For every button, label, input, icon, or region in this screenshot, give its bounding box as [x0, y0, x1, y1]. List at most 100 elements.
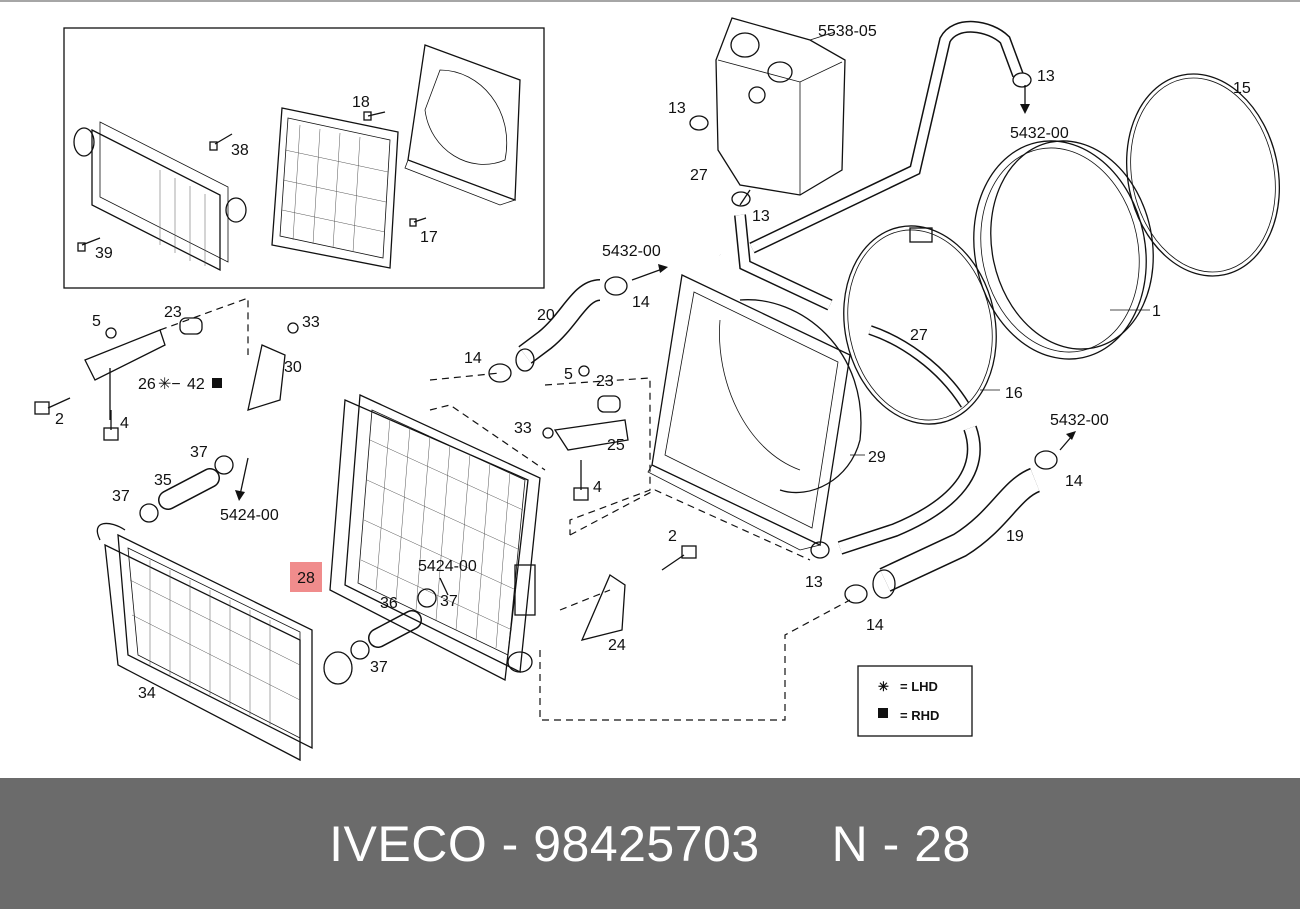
callout: 35: [154, 472, 172, 489]
inset-fan-shroud: [404, 44, 521, 206]
callout: 26: [138, 376, 156, 393]
nut-5-left: [105, 327, 117, 339]
callout: 27: [910, 327, 928, 344]
callouts: 5538-05 13 5432-00 15 13 27 13 5432-00 1…: [55, 23, 1251, 702]
callout: 16: [1005, 385, 1023, 402]
clamp-14-b: [488, 363, 512, 383]
callout: 17: [420, 229, 438, 246]
callout: 5: [92, 313, 101, 330]
callout: 5538-05: [818, 23, 877, 40]
inset-bolt-39: [77, 237, 101, 252]
hose-19: [872, 467, 1041, 599]
expansion-tank: [715, 17, 846, 206]
callout: 38: [231, 142, 249, 159]
callout: 18: [352, 94, 370, 111]
callout: 33: [514, 420, 532, 437]
callout: 20: [537, 307, 555, 324]
legend-rhd: = RHD: [900, 708, 939, 723]
hose-35: [158, 468, 220, 510]
callout: 14: [1065, 473, 1083, 490]
bolt-4-right: [573, 460, 589, 501]
clamp-13-a: [689, 115, 709, 131]
callout: 5424-00: [418, 558, 477, 575]
nut-33-right: [542, 427, 554, 439]
callout: 5432-00: [602, 243, 661, 260]
position-number: 28: [914, 815, 971, 872]
callout: 13: [668, 100, 686, 117]
callout: 23: [164, 304, 182, 321]
legend-rhd-icon: [878, 708, 888, 718]
callout: 25: [607, 437, 625, 454]
bolt-2-left: [34, 397, 71, 415]
hose-27-upper: [680, 127, 724, 260]
bracket-25: [553, 395, 629, 451]
nut-33-left: [287, 322, 299, 334]
clamp-13-d: [810, 541, 830, 559]
inset-radiator: [271, 107, 399, 269]
highlighted-callout-28: 28: [290, 562, 322, 592]
callout: 36: [380, 595, 398, 612]
callout: 29: [868, 449, 886, 466]
nut-5-right: [578, 365, 590, 377]
clamp-14-a: [604, 276, 628, 296]
rhd-mark-icon: [212, 378, 222, 388]
callout: 5: [564, 366, 573, 383]
clamp-14-c: [1034, 450, 1058, 470]
exploded-parts-diagram: ✳ = LHD = RHD 5538-05 13 5432-00 15 13 2…: [0, 0, 1300, 762]
callout: 19: [1006, 528, 1024, 545]
callout: 4: [593, 479, 602, 496]
inset-bolt-18: [363, 111, 386, 121]
callout: 37: [190, 444, 208, 461]
fan-shroud: [647, 274, 862, 551]
bracket-24: [580, 574, 626, 641]
brand-name: IVECO: [329, 815, 488, 872]
callout: 42: [187, 376, 205, 393]
inset-bolt-38: [209, 133, 233, 151]
callout: 14: [632, 294, 650, 311]
callout: 24: [608, 637, 626, 654]
legend-box: ✳ = LHD = RHD: [857, 665, 973, 737]
callout: 5432-00: [1010, 125, 1069, 142]
callout: 13: [1037, 68, 1055, 85]
bolt-2-right: [661, 545, 697, 571]
assembly-lines: [159, 297, 851, 721]
callout: 34: [138, 685, 156, 702]
clamp-14-d: [844, 584, 868, 604]
main-radiator: [329, 394, 541, 682]
clamp-37-b: [214, 455, 234, 475]
hose-lower: [837, 425, 981, 555]
callout: 33: [302, 314, 320, 331]
highlight-label: 28: [297, 570, 315, 587]
clamp-ring-15: [1125, 73, 1281, 277]
callout: 37: [370, 659, 388, 676]
callout: 14: [866, 617, 884, 634]
spacer-23-right: [597, 395, 621, 413]
clamp-ring-16: [843, 225, 997, 425]
part-number: 98425703: [533, 815, 760, 872]
callout: 5432-00: [1050, 412, 1109, 429]
separator-2: -: [882, 815, 900, 872]
legend-lhd: = LHD: [900, 679, 938, 694]
callout: 2: [55, 411, 64, 428]
inset-intercooler: [73, 121, 247, 272]
long-pipe: [734, 20, 1024, 311]
arrows: [235, 85, 1076, 596]
callout: 27: [690, 167, 708, 184]
bracket-left: [84, 317, 203, 420]
hose-36: [368, 610, 422, 648]
callout: 2: [668, 528, 677, 545]
leader-lines: [809, 31, 1150, 456]
clamp-13-b: [1012, 72, 1032, 88]
seal-ring-1: [973, 140, 1154, 360]
callout: 15: [1233, 80, 1251, 97]
clamp-37-d: [350, 640, 370, 660]
separator: -: [501, 815, 519, 872]
callout: 39: [95, 245, 113, 262]
spacer-23-left: [179, 317, 203, 335]
callout: 5424-00: [220, 507, 279, 524]
callout: 13: [805, 574, 823, 591]
part-number-banner: IVECO - 98425703 N - 28: [0, 778, 1300, 909]
callout: 37: [112, 488, 130, 505]
intercooler: [96, 522, 353, 762]
callout: 30: [284, 359, 302, 376]
